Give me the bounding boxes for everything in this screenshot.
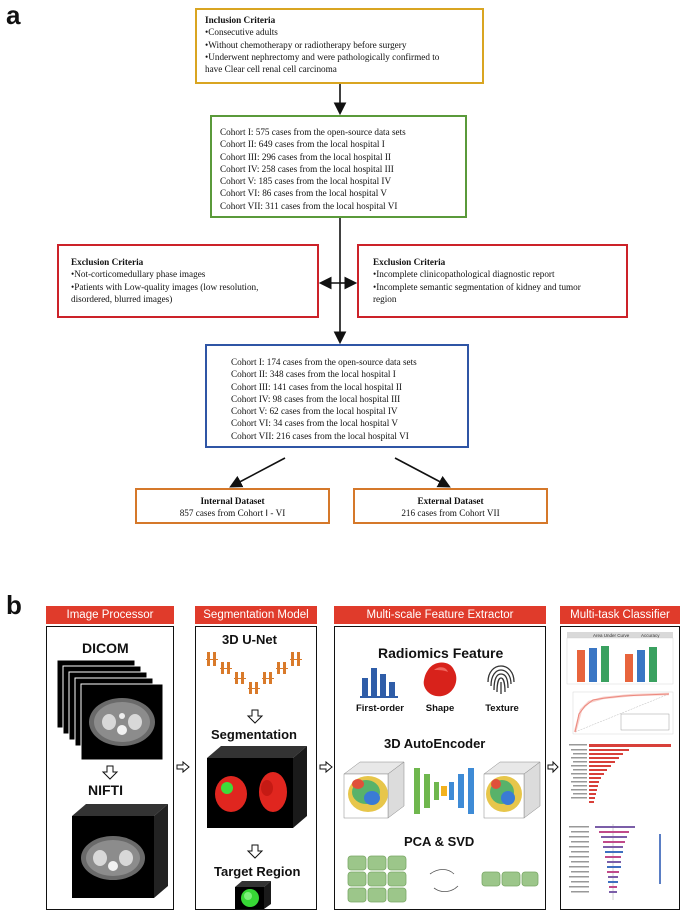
hollow-arrow-right-icon [319,760,333,774]
auc-label: Area Under Curve [593,633,630,638]
inclusion-item: •Without chemotherapy or radiotherapy be… [205,39,407,50]
hollow-arrow-down-icon [246,844,264,859]
shape-blob-icon [423,662,457,697]
exclusion-right-title: Exclusion Criteria [373,257,446,267]
exclusion-right-box: Exclusion Criteria •Incomplete clinicopa… [357,244,628,318]
exclusion-item: disordered, blurred images) [71,293,173,304]
hollow-arrow-right-icon [547,760,559,774]
cohort-line: Cohort VI: 34 cases from the local hospi… [231,418,399,429]
cohort-line: Cohort III: 296 cases from the local hos… [220,151,391,162]
target-region-image [235,881,271,909]
external-title: External Dataset [417,496,484,506]
nifti-label: NIFTI [88,782,123,798]
flow-arrows [229,84,451,488]
exclusion-item: •Incomplete clinicopathological diagnost… [373,269,555,280]
pca-svd-diagram [347,855,539,903]
cohort-line: Cohort I: 575 cases from the open-source… [220,127,406,137]
exclusion-left-box: Exclusion Criteria •Not-corticomedullary… [57,244,319,318]
internal-dataset-box: Internal Dataset 857 cases from Cohort Ⅰ… [135,488,330,524]
texture-label: Texture [485,703,519,714]
cohort-line: Cohort VII: 311 cases from the local hos… [220,200,398,211]
first-order-label: First-order [355,703,405,714]
bar-chart-icon [360,668,398,698]
autoencoder-diagram [343,761,541,819]
cohort-line: Cohort IV: 98 cases from the local hospi… [231,393,401,404]
image-processor-header: Image Processor [46,606,174,624]
panel-b-label: b [6,590,22,620]
exclusion-item: region [373,293,397,304]
dicom-label: DICOM [82,640,129,656]
exclusion-item: •Patients with Low-quality images (low r… [71,281,259,292]
cohort-line: Cohort VII: 216 cases from the local hos… [231,430,409,441]
arrow-internal [229,457,286,488]
segmentation-volume-image [207,746,307,828]
external-text: 216 cases from Cohort VII [401,508,500,519]
cohort-line: Cohort I: 174 cases from the open-source… [231,357,417,367]
unet-label: 3D U-Net [222,632,277,647]
cohort-line: Cohort V: 62 cases from the local hospit… [231,406,398,417]
nifti-volume-image [72,804,168,898]
panel-a-label: a [6,0,21,30]
fingerprint-icon [487,665,515,694]
final-cohort-box: Cohort I: 174 cases from the open-source… [205,344,469,448]
segmentation-model-header: Segmentation Model [195,606,317,624]
cohort-line: Cohort II: 348 cases from the local hosp… [231,369,396,380]
inclusion-item: •Underwent nephrectomy and were patholog… [205,51,440,62]
accuracy-label: Accuracy [641,633,660,638]
inclusion-item: •Consecutive adults [205,27,278,38]
autoencoder-label: 3D AutoEncoder [384,736,486,751]
inclusion-title: Inclusion Criteria [205,15,276,25]
exclusion-left-title: Exclusion Criteria [71,257,144,267]
classifier-header: Multi-task Classifier [560,606,680,624]
cohort-line: Cohort V: 185 cases from the local hospi… [220,176,392,187]
segmentation-label: Segmentation [211,727,297,742]
feature-extractor-header: Multi-scale Feature Extractor [334,606,546,624]
dicom-stack-image [56,659,164,761]
shape-label: Shape [425,703,455,714]
hollow-arrow-down-icon [101,765,119,780]
exclusion-item: •Not-corticomedullary phase images [71,269,206,280]
hollow-arrow-down-icon [246,709,264,724]
internal-text: 857 cases from Cohort Ⅰ - VI [179,508,286,519]
target-region-label: Target Region [214,864,301,879]
pca-svd-label: PCA & SVD [404,834,475,849]
initial-cohort-box: Cohort I: 575 cases from the open-source… [210,115,467,218]
unet-diagram [206,652,302,694]
inclusion-item: have Clear cell renal cell carcinoma [205,64,337,75]
external-dataset-box: External Dataset 216 cases from Cohort V… [353,488,548,524]
classifier-charts: Area Under Curve Accuracy [566,632,674,900]
radiomics-label: Radiomics Feature [378,645,504,661]
arrow-external [394,457,451,488]
cohort-line: Cohort IV: 258 cases from the local hosp… [220,163,394,174]
exclusion-item: •Incomplete semantic segmentation of kid… [373,281,581,292]
internal-title: Internal Dataset [200,496,265,506]
inclusion-criteria-box: Inclusion Criteria •Consecutive adults •… [195,8,484,84]
hollow-arrow-right-icon [176,760,190,774]
cohort-line: Cohort III: 141 cases from the local hos… [231,381,402,392]
cohort-line: Cohort II: 649 cases from the local hosp… [220,139,385,150]
cohort-line: Cohort VI: 86 cases from the local hospi… [220,188,388,199]
